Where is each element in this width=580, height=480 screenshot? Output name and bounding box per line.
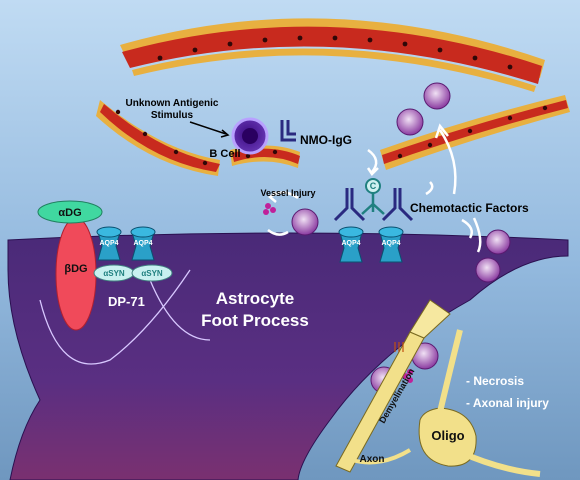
label-alpha-dg: αDG xyxy=(58,207,81,219)
label-beta-dg: βDG xyxy=(64,263,87,275)
label-nmo-igg: NMO-IgG xyxy=(300,133,352,147)
label-vessel-injury: Vessel Injury xyxy=(260,188,315,198)
label-dp71: DP-71 xyxy=(108,294,145,309)
axon-line xyxy=(351,448,412,465)
oligodendrocyte xyxy=(335,299,541,477)
label-axonal-injury: - Axonal injury xyxy=(466,396,549,410)
alpha-syn-right xyxy=(131,264,173,282)
label-aqp4-2: AQP4 xyxy=(133,240,152,247)
label-alpha-syn-1: αSYN xyxy=(103,269,125,278)
label-aqp4-1: AQP4 xyxy=(99,240,118,247)
vessel-upper-inner-edge xyxy=(132,48,536,92)
dp71-curve-left xyxy=(39,269,191,365)
granule-clusters xyxy=(263,203,413,383)
vessel-lower-left-wall xyxy=(100,104,220,172)
white-arrows xyxy=(267,123,482,253)
complement-complex xyxy=(361,178,385,215)
label-aqp4-4: AQP4 xyxy=(381,240,400,247)
label-alpha-syn-2: αSYN xyxy=(141,269,163,278)
dp71-curve-right xyxy=(149,279,211,341)
label-astrocyte-line1: Astrocyte xyxy=(216,289,294,308)
label-axon: Axon xyxy=(360,454,385,465)
vessel-nuclei xyxy=(157,35,513,70)
aqp4-channels-right xyxy=(338,226,404,263)
label-stimulus: Stimulus xyxy=(151,110,194,121)
label-astrocyte-line2: Foot Process xyxy=(201,311,309,330)
label-unknown-antigenic: Unknown Antigenic xyxy=(126,98,219,109)
alpha-dg-protein xyxy=(37,200,103,224)
blood-vessel xyxy=(96,18,570,176)
label-aqp4-3: AQP4 xyxy=(341,240,360,247)
vessel-upper-wall xyxy=(122,26,542,84)
aqp4-channels-left xyxy=(96,226,156,261)
label-b-cell: B Cell xyxy=(209,148,240,160)
label-oligo: Oligo xyxy=(431,428,464,443)
igg-antibodies-vessel xyxy=(333,188,414,222)
arrows xyxy=(189,121,230,138)
label-chemotactic-factors: Chemotactic Factors xyxy=(410,201,529,215)
nmo-igg-antibody xyxy=(280,120,296,142)
b-cell-nucleus xyxy=(242,128,258,144)
vessel-lower-right-wall xyxy=(382,100,568,164)
label-necrosis: - Necrosis xyxy=(466,374,524,388)
label-complement: C xyxy=(370,181,377,191)
